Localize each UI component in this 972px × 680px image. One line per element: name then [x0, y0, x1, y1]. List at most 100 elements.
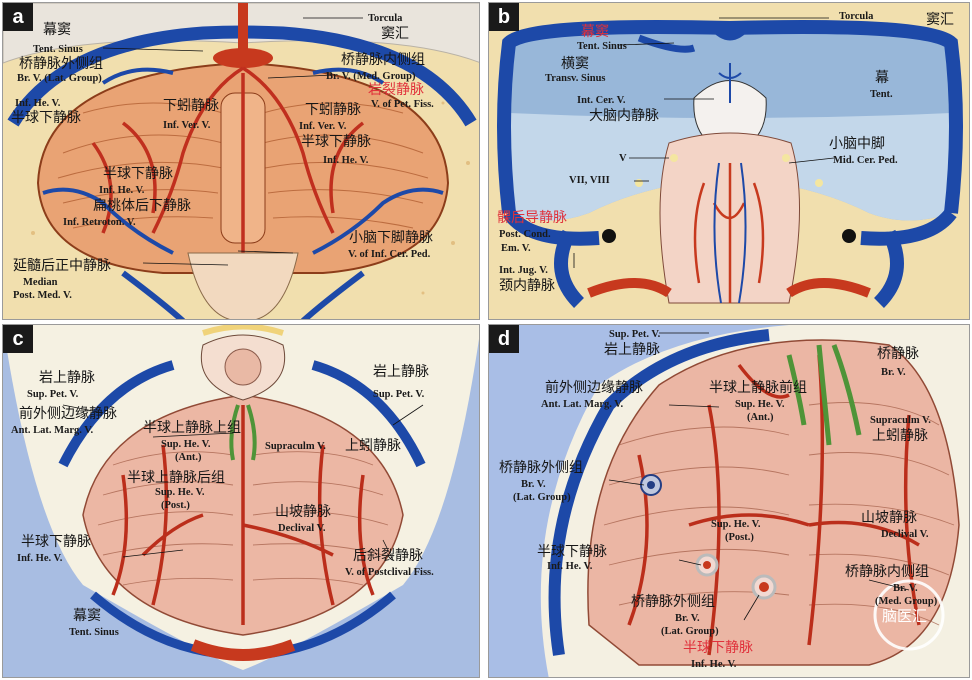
b-torcula-zh-label: 窦汇	[926, 12, 954, 28]
c-supant-en1-label: Sup. He. V.	[161, 439, 211, 450]
infhe-r-en-label: Inf. He. V.	[323, 155, 369, 166]
panel-b-letter: b	[489, 3, 519, 31]
b-tent-sinus-en-label: Tent. Sinus	[577, 41, 627, 52]
c-postclival-en-label: V. of Postclival Fiss.	[345, 567, 434, 578]
midcerped-en-label: Mid. Cer. Ped.	[833, 155, 898, 166]
c-postclival-zh-label: 后斜裂静脉	[353, 548, 423, 564]
d-infhe2-en-label: Inf. He. V.	[691, 659, 737, 670]
median-en2-label: Post. Med. V.	[13, 290, 72, 301]
d-infhe2-zh-label: 半球下静脉	[683, 640, 753, 656]
c-antlat-en-label: Ant. Lat. Marg. V.	[11, 425, 94, 436]
d-suppost-en2-label: (Post.)	[725, 532, 754, 543]
infver-r-en-label: Inf. Ver. V.	[299, 121, 347, 132]
d-brmed-zh-label: 桥静脉内侧组	[845, 564, 929, 580]
torcula-en-label: Torcula	[368, 13, 403, 24]
d-brlat-en2-label: (Lat. Group)	[513, 492, 571, 503]
c-supraculm-zh-label: 上蚓静脉	[345, 438, 401, 454]
c-infhe-en-label: Inf. He. V.	[17, 553, 63, 564]
retroton-en-label: Inf. Retroton. V.	[63, 217, 136, 228]
c-supant-en2-label: (Ant.)	[175, 452, 202, 463]
tent-en-label: Tent.	[870, 89, 893, 100]
c-suppost-zh-label: 半球上静脉后组	[127, 470, 225, 486]
d-brmed-en1-label: Br. V.	[893, 583, 918, 594]
infhe-l-zh-label: 半球下静脉	[11, 110, 81, 126]
c-tent-zh-label: 幕窦	[73, 608, 101, 624]
panel-d-letter: d	[489, 325, 519, 353]
postcond-zh-label: 髁后导静脉	[497, 210, 567, 226]
watermark-text: 脑医汇	[882, 607, 928, 625]
c-suppost-en2-label: (Post.)	[161, 500, 190, 511]
tent-sinus-zh-label: 幕窦	[43, 22, 71, 38]
c-supraculm-en-label: Supraculm V.	[265, 441, 326, 452]
d-supraculm-zh-label: 上蚓静脉	[872, 428, 928, 444]
retroton-zh-label: 扁桃体后下静脉	[93, 198, 191, 214]
d-infhe-zh-label: 半球下静脉	[537, 544, 607, 560]
b-torcula-en-label: Torcula	[839, 11, 874, 22]
postcond-en2-label: Em. V.	[501, 243, 531, 254]
d-supant-zh-label: 半球上静脉前组	[709, 380, 807, 396]
infhe-r-zh-label: 半球下静脉	[301, 134, 371, 150]
d-brlat-zh-label: 桥静脉外侧组	[499, 460, 583, 476]
intjug-en-label: Int. Jug. V.	[499, 265, 548, 276]
panel-b: b Torcula 窦汇 幕窦 Tent. Sinus 横窦 Transv. S…	[488, 2, 970, 320]
panel-a: a Torcula 窦汇 幕窦 Tent. Sinus 桥静脉外侧组 Br. V…	[2, 2, 480, 320]
panel-c: c 岩上静脉 Sup. Pet. V. 岩上静脉 Sup. Pet. V. 前外…	[2, 324, 480, 678]
panel-c-illustration	[3, 325, 479, 677]
v-en-label: V	[619, 153, 627, 164]
c-supant-zh-label: 半球上静脉上组	[143, 420, 241, 436]
c-suppet-l-zh-label: 岩上静脉	[39, 370, 95, 386]
d-brlat2-en1-label: Br. V.	[675, 613, 700, 624]
c-suppet-r-en-label: Sup. Pet. V.	[373, 389, 425, 400]
d-brlat-en1-label: Br. V.	[521, 479, 546, 490]
d-suppet-en-label: Sup. Pet. V.	[609, 329, 661, 340]
d-supraculm-en-label: Supraculm V.	[870, 415, 931, 426]
infver-r-zh-label: 下蚓静脉	[305, 102, 361, 118]
tent-sinus-en-label: Tent. Sinus	[33, 44, 83, 55]
median-zh-label: 延髓后正中静脉	[13, 258, 111, 274]
median-en1-label: Median	[23, 277, 58, 288]
c-antlat-zh-label: 前外侧边缘静脉	[19, 406, 117, 422]
intcer-zh-label: 大脑内静脉	[589, 108, 659, 124]
d-brv-en-label: Br. V.	[881, 367, 906, 378]
midcerped-zh-label: 小脑中脚	[829, 136, 885, 152]
br-lat-zh-label: 桥静脉外侧组	[19, 56, 103, 72]
postcond-en1-label: Post. Cond.	[499, 229, 551, 240]
intjug-zh-label: 颈内静脉	[499, 278, 555, 294]
c-suppet-l-en-label: Sup. Pet. V.	[27, 389, 79, 400]
d-brlat2-zh-label: 桥静脉外侧组	[631, 594, 715, 610]
d-declival-zh-label: 山坡静脉	[861, 510, 917, 526]
infhe-c-en-label: Inf. He. V.	[99, 185, 145, 196]
transv-zh-label: 横窦	[561, 56, 589, 72]
panel-d-illustration	[489, 325, 969, 677]
d-declival-en-label: Declival V.	[881, 529, 929, 540]
tent-zh-label: 幕	[875, 70, 889, 86]
infhe-l-en-label: Inf. He. V.	[15, 98, 61, 109]
vii-en-label: VII, VIII	[569, 175, 610, 186]
c-declival-zh-label: 山坡静脉	[275, 504, 331, 520]
d-brlat2-en2-label: (Lat. Group)	[661, 626, 719, 637]
br-lat-en-label: Br. V. (Lat. Group)	[17, 73, 102, 84]
d-suppost-en1-label: Sup. He. V.	[711, 519, 761, 530]
petfiss-zh-label: 岩裂静脉	[368, 82, 424, 98]
c-tent-en-label: Tent. Sinus	[69, 627, 119, 638]
c-infhe-zh-label: 半球下静脉	[21, 534, 91, 550]
infcerped-zh-label: 小脑下脚静脉	[349, 230, 433, 246]
torcula-zh-label: 窦汇	[381, 26, 409, 42]
c-suppost-en1-label: Sup. He. V.	[155, 487, 205, 498]
petfiss-en-label: V. of Pet. Fiss.	[371, 99, 434, 110]
br-med-zh-label: 桥静脉内侧组	[341, 52, 425, 68]
d-supant-en2-label: (Ant.)	[747, 412, 774, 423]
panel-d: d Sup. Pet. V. 岩上静脉 前外侧边缘静脉 Ant. Lat. Ma…	[488, 324, 970, 678]
d-infhe-en-label: Inf. He. V.	[547, 561, 593, 572]
b-tent-sinus-zh-label: 幕窦	[581, 24, 609, 40]
panel-b-illustration	[489, 3, 969, 319]
panel-c-letter: c	[3, 325, 33, 353]
d-supant-en1-label: Sup. He. V.	[735, 399, 785, 410]
br-med-en-label: Br. V. (Med. Group)	[326, 71, 416, 82]
d-brv-zh-label: 桥静脉	[877, 346, 919, 362]
c-suppet-r-zh-label: 岩上静脉	[373, 364, 429, 380]
infver-l-en-label: Inf. Ver. V.	[163, 120, 211, 131]
infver-l-zh-label: 下蚓静脉	[163, 98, 219, 114]
infhe-c-zh-label: 半球下静脉	[103, 166, 173, 182]
